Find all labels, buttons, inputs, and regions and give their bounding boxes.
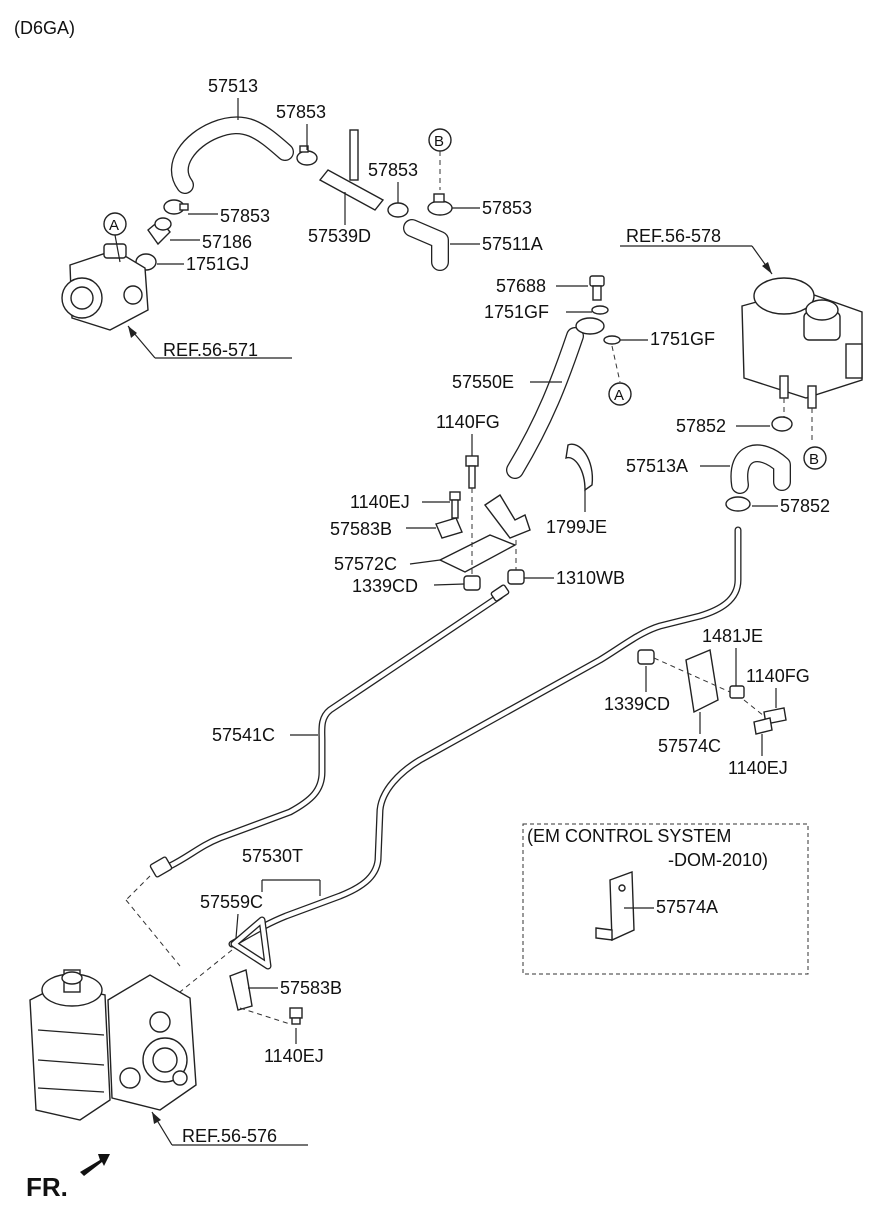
- svg-text:A: A: [109, 217, 119, 234]
- label-57853-right: 57853: [482, 198, 532, 218]
- label-57186: 57186: [202, 232, 252, 252]
- ref-56-571: REF.56-571: [163, 340, 258, 360]
- hose-57513A[interactable]: [730, 444, 791, 494]
- fitting-57186[interactable]: [147, 217, 172, 246]
- label-57688: 57688: [496, 276, 546, 296]
- pump-lower[interactable]: [29, 969, 197, 1121]
- clamp-57853-left[interactable]: [163, 199, 189, 215]
- label-1751GJ: 1751GJ: [186, 254, 249, 274]
- label-1140FG-a: 1140FG: [436, 412, 500, 432]
- svg-text:A: A: [614, 387, 624, 404]
- em-box-line1: (EM CONTROL SYSTEM: [527, 826, 731, 846]
- label-57541C: 57541C: [212, 725, 275, 745]
- bracket-57572C[interactable]: [438, 494, 531, 573]
- label-57853-upper: 57853: [276, 102, 326, 122]
- washer-1751GF-b[interactable]: [603, 335, 621, 345]
- svg-text:B: B: [809, 451, 819, 468]
- label-57583B-b: 57583B: [280, 978, 342, 998]
- label-57559C: 57559C: [200, 892, 263, 912]
- label-57583B-a: 57583B: [330, 519, 392, 539]
- front-arrow-icon: [80, 1154, 110, 1176]
- label-1339CD-a: 1339CD: [352, 576, 418, 596]
- nut-1339CD-b[interactable]: [637, 649, 655, 665]
- pipe-57530T[interactable]: [228, 526, 742, 970]
- label-57572C: 57572C: [334, 554, 397, 574]
- pipe-57541C[interactable]: [149, 584, 510, 878]
- direction-label: FR.: [26, 1172, 68, 1202]
- label-1140FG-b: 1140FG: [746, 666, 810, 686]
- clip-1481JE[interactable]: [729, 685, 745, 699]
- ref-56-578: REF.56-578: [626, 226, 721, 246]
- hose-57511A[interactable]: [403, 219, 449, 271]
- circle-marker-a-upper: A: [103, 212, 127, 263]
- bracket-57574C[interactable]: [685, 649, 719, 714]
- svg-text:B: B: [434, 133, 444, 150]
- circle-marker-b-right: B: [803, 446, 827, 470]
- label-1751GF-b: 1751GF: [650, 329, 715, 349]
- washer-1751GF-a[interactable]: [591, 305, 609, 315]
- label-57853-mid: 57853: [368, 160, 418, 180]
- hose-57513[interactable]: [170, 116, 294, 194]
- label-1339CD-b: 1339CD: [604, 694, 670, 714]
- label-57852-b: 57852: [780, 496, 830, 516]
- bolt-57688[interactable]: [589, 275, 605, 301]
- label-57574C: 57574C: [658, 736, 721, 756]
- bracket-57574A[interactable]: [595, 871, 635, 942]
- ref-56-576: REF.56-576: [182, 1126, 277, 1146]
- clamp-57853-mid[interactable]: [387, 202, 409, 218]
- circle-marker-a-mid: A: [608, 345, 632, 406]
- bolt-1140EJ-c[interactable]: [289, 1007, 303, 1025]
- label-57574A: 57574A: [656, 897, 718, 917]
- label-57550E: 57550E: [452, 372, 514, 392]
- bolt-1140EJ-a[interactable]: [449, 491, 461, 519]
- label-1140EJ-b: 1140EJ: [728, 758, 788, 778]
- label-1799JE: 1799JE: [546, 517, 607, 537]
- label-1481JE: 1481JE: [702, 626, 763, 646]
- label-57530T: 57530T: [242, 846, 303, 866]
- clamp-57583B-a[interactable]: [435, 517, 463, 539]
- label-57513: 57513: [208, 76, 258, 96]
- label-1140EJ-a: 1140EJ: [350, 492, 410, 512]
- cable-tie-1799JE[interactable]: [565, 443, 594, 492]
- reservoir[interactable]: [741, 277, 863, 409]
- label-57539D: 57539D: [308, 226, 371, 246]
- bolt-1140EJ-b[interactable]: [753, 717, 773, 735]
- clamp-57852-lower[interactable]: [725, 496, 751, 512]
- label-57852-a: 57852: [676, 416, 726, 436]
- label-1310WB: 1310WB: [556, 568, 625, 588]
- nut-1339CD-a[interactable]: [463, 575, 481, 591]
- em-box-line2: -DOM-2010): [668, 850, 768, 870]
- circle-marker-b-upper: B: [428, 128, 452, 190]
- label-1751GF-a: 1751GF: [484, 302, 549, 322]
- nut-1310WB[interactable]: [507, 569, 525, 585]
- clamp-57853-right[interactable]: [427, 193, 453, 216]
- engine-code: (D6GA): [14, 18, 75, 38]
- clamp-57853-upper[interactable]: [296, 145, 318, 166]
- em-control-box: [522, 823, 809, 975]
- pipe-57539D[interactable]: [318, 129, 385, 211]
- clamp-57852-upper[interactable]: [771, 416, 793, 432]
- pump-upper[interactable]: [61, 243, 149, 331]
- bolt-1140FG-a[interactable]: [465, 455, 479, 489]
- label-1140EJ-c: 1140EJ: [264, 1046, 324, 1066]
- clamp-57583B-b[interactable]: [229, 969, 253, 1011]
- label-57853-left: 57853: [220, 206, 270, 226]
- hose-57550E[interactable]: [506, 317, 605, 479]
- label-57513A: 57513A: [626, 456, 688, 476]
- label-57511A: 57511A: [482, 234, 543, 254]
